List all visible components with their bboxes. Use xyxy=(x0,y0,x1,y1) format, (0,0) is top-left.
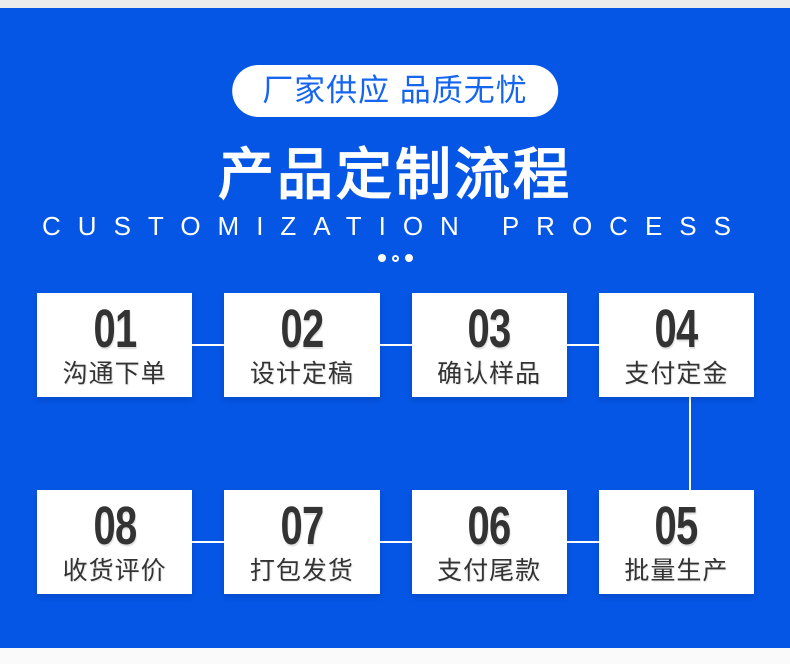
step-label: 确认样品 xyxy=(437,359,542,388)
step-label: 设计定稿 xyxy=(249,359,354,388)
step-card-03: 03 确认样品 xyxy=(411,293,567,397)
step-label: 支付定金 xyxy=(624,359,729,388)
process-row-bottom: 08 收货评价 07 打包发货 06 支付尾款 05 批量生产 xyxy=(37,490,754,594)
page-subtitle: CUSTOMIZATION PROCESS xyxy=(0,211,790,242)
step-number: 07 xyxy=(280,495,324,556)
step-card-06: 06 支付尾款 xyxy=(411,490,567,594)
step-card-08: 08 收货评价 xyxy=(37,490,193,594)
step-card-02: 02 设计定稿 xyxy=(224,293,380,397)
decorative-dots xyxy=(0,254,790,262)
step-label: 支付尾款 xyxy=(437,556,542,585)
banner-pill: 厂家供应 品质无忧 xyxy=(232,65,558,117)
page-title: 产品定制流程 xyxy=(218,143,572,206)
step-label: 沟通下单 xyxy=(62,359,167,388)
bottom-border-strip xyxy=(0,648,790,664)
top-border-strip xyxy=(0,0,790,8)
dot-filled-icon xyxy=(377,254,386,262)
connector-line-vertical xyxy=(689,397,691,490)
step-number: 05 xyxy=(654,495,699,556)
process-row-top: 01 沟通下单 02 设计定稿 03 确认样品 04 支付定金 xyxy=(37,293,754,397)
dot-hollow-icon xyxy=(391,254,399,262)
step-number: 04 xyxy=(654,298,699,359)
step-label: 打包发货 xyxy=(249,556,354,585)
dot-filled-icon xyxy=(404,254,413,262)
step-number: 06 xyxy=(467,495,512,556)
step-number: 08 xyxy=(93,495,137,556)
step-label: 收货评价 xyxy=(62,556,167,585)
step-number: 01 xyxy=(93,298,137,359)
step-label: 批量生产 xyxy=(624,556,729,585)
step-card-05: 05 批量生产 xyxy=(598,490,754,594)
step-card-07: 07 打包发货 xyxy=(224,490,380,594)
subtitle-word: PROCESS xyxy=(501,211,748,241)
step-card-04: 04 支付定金 xyxy=(598,293,754,397)
step-number: 02 xyxy=(280,298,324,359)
step-number: 03 xyxy=(467,298,512,359)
step-card-01: 01 沟通下单 xyxy=(37,293,193,397)
subtitle-word: CUSTOMIZATION xyxy=(42,211,476,241)
